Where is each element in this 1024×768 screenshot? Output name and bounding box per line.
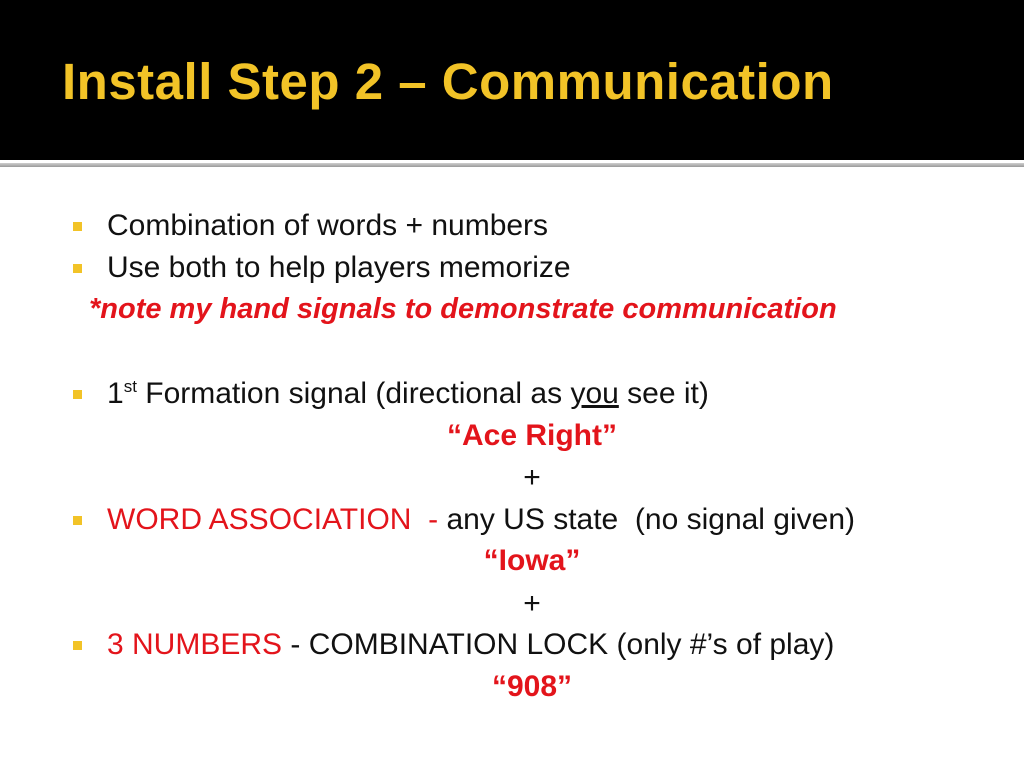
bullet-text: Formation signal (directional as	[136, 377, 571, 410]
bullet-text: Use both to help players memorize	[107, 251, 571, 284]
word-association-label: WORD ASSOCIATION -	[107, 503, 439, 536]
bullet-item-memorize: Use both to help players memorize	[107, 253, 571, 283]
bullet-marker-icon	[73, 641, 82, 650]
bullet-marker-icon	[73, 264, 82, 273]
bullet-text: Combination of words + numbers	[107, 209, 549, 242]
ordinal-suffix: st	[123, 377, 137, 396]
bullet-text-end: see it)	[618, 377, 709, 410]
numbers-label: 3 NUMBERS	[107, 628, 283, 661]
bullet-marker-icon	[73, 390, 82, 399]
underlined-word: you	[570, 377, 619, 410]
title-divider	[0, 163, 1024, 167]
ordinal-number: 1	[107, 377, 124, 410]
plus-sign: +	[523, 587, 541, 620]
bullet-item-words-numbers: Combination of words + numbers	[107, 211, 548, 241]
plus-sign: +	[523, 461, 541, 494]
title-bar: Install Step 2 – Communication	[0, 0, 1024, 160]
bullet-text: any US state (no signal given)	[438, 503, 856, 536]
bullet-marker-icon	[73, 516, 82, 525]
example-iowa: “Iowa”	[483, 544, 581, 577]
slide-title: Install Step 2 – Communication	[62, 53, 834, 110]
bullet-text: - COMBINATION LOCK (only #’s of play)	[282, 628, 835, 661]
bullet-item-numbers: 3 NUMBERS - COMBINATION LOCK (only #’s o…	[107, 630, 834, 660]
bullet-marker-icon	[73, 222, 82, 231]
bullet-item-formation-signal: 1st Formation signal (directional as you…	[107, 377, 709, 410]
example-ace-right: “Ace Right”	[446, 419, 617, 452]
bullet-item-word-association: WORD ASSOCIATION - any US state (no sign…	[107, 505, 855, 535]
example-908: “908”	[491, 670, 573, 703]
note-hand-signals: *note my hand signals to demonstrate com…	[89, 293, 837, 325]
